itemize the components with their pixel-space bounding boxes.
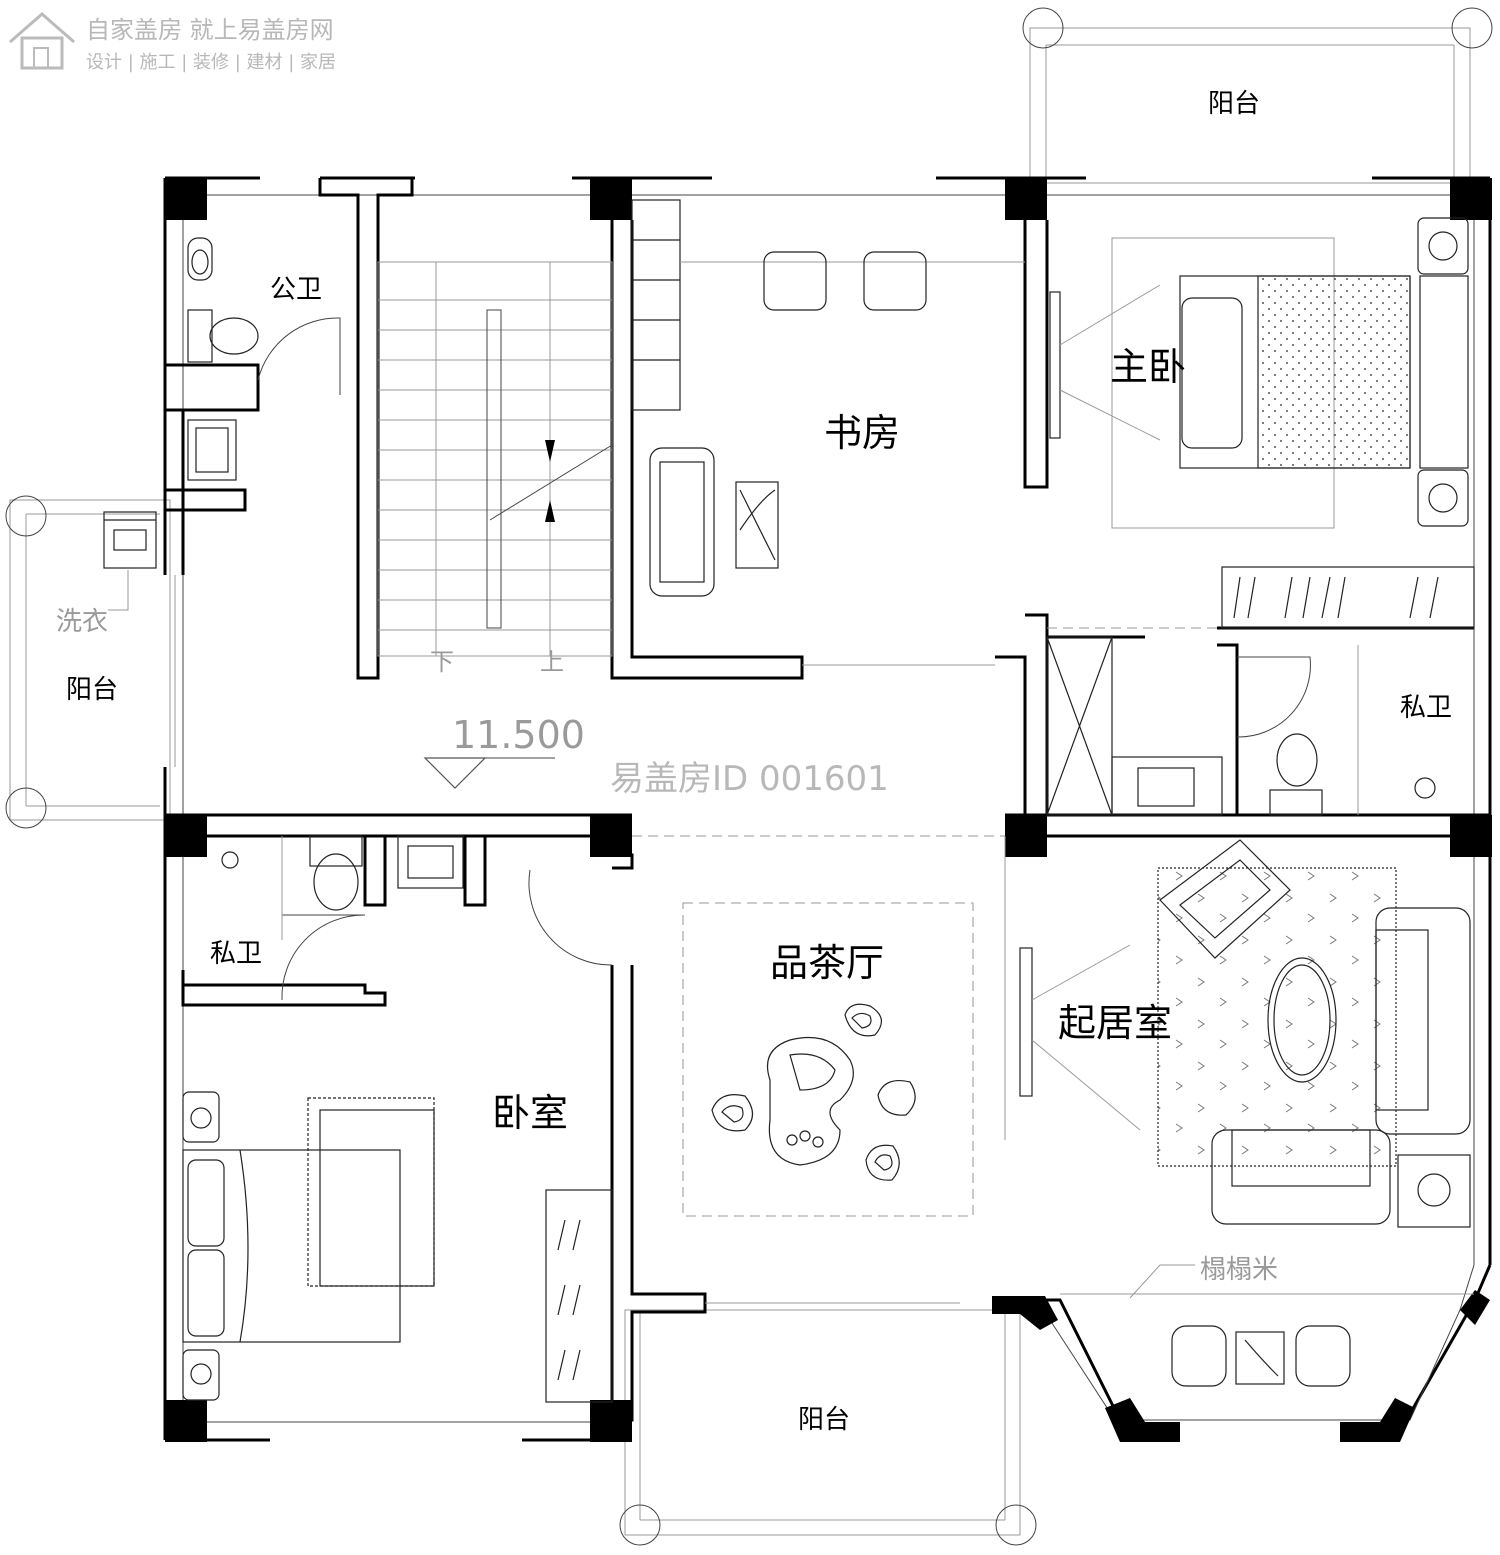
tatami-furniture xyxy=(1060,1293,1474,1387)
room-label-private-bath-left: 私卫 xyxy=(210,939,262,969)
room-label-private-bath-right: 私卫 xyxy=(1400,693,1452,723)
master-wardrobe xyxy=(1221,566,1475,629)
house-logo-icon xyxy=(9,12,75,70)
left-bath-fixtures xyxy=(221,835,464,940)
study-furniture xyxy=(631,199,1025,597)
room-label-study: 书房 xyxy=(824,411,900,455)
watermark-center: 易盖房ID 001601 xyxy=(610,759,889,799)
washing-machine-icon xyxy=(103,511,157,611)
stair-up-label: 上 xyxy=(540,648,564,676)
balcony-left xyxy=(5,495,171,829)
watermark-line2: 设计 | 施工 | 装修 | 建材 | 家居 xyxy=(86,52,336,73)
room-label-master-bedroom: 主卧 xyxy=(1110,345,1186,389)
openings xyxy=(162,575,1217,1304)
room-label-balcony-bottom: 阳台 xyxy=(798,1405,850,1435)
master-bed-icon xyxy=(1049,217,1469,529)
elevation-value: 11.500 xyxy=(452,713,585,757)
stair-down-label: 下 xyxy=(430,648,454,676)
balcony-bottom xyxy=(619,1309,1037,1546)
elevation-marker: 11.500 xyxy=(423,713,585,789)
room-label-tea-room: 品茶厅 xyxy=(770,941,884,985)
doors xyxy=(257,317,1311,1001)
room-label-public-bath: 公卫 xyxy=(270,275,322,305)
structural-columns xyxy=(165,178,1492,1442)
tea-room-rockery xyxy=(682,902,974,1217)
room-label-bedroom: 卧室 xyxy=(492,1091,568,1135)
bedroom-bed-icon xyxy=(182,1091,435,1401)
staircase: 下 上 xyxy=(377,261,613,676)
room-label-tatami: 榻榻米 xyxy=(1200,1255,1278,1285)
watermark-line1: 自家盖房 就上易盖房网 xyxy=(86,16,334,44)
room-label-balcony-top: 阳台 xyxy=(1208,89,1260,119)
room-label-living-room: 起居室 xyxy=(1058,1001,1172,1045)
balcony-top xyxy=(1022,7,1493,184)
public-bath-fixtures xyxy=(187,237,259,481)
bedroom-wardrobe xyxy=(545,1189,613,1403)
living-room-furniture xyxy=(1019,839,1471,1299)
laundry-label: 洗衣 xyxy=(56,607,108,637)
master-bath-fixtures xyxy=(1046,636,1436,816)
room-label-balcony-left: 阳台 xyxy=(66,675,118,705)
